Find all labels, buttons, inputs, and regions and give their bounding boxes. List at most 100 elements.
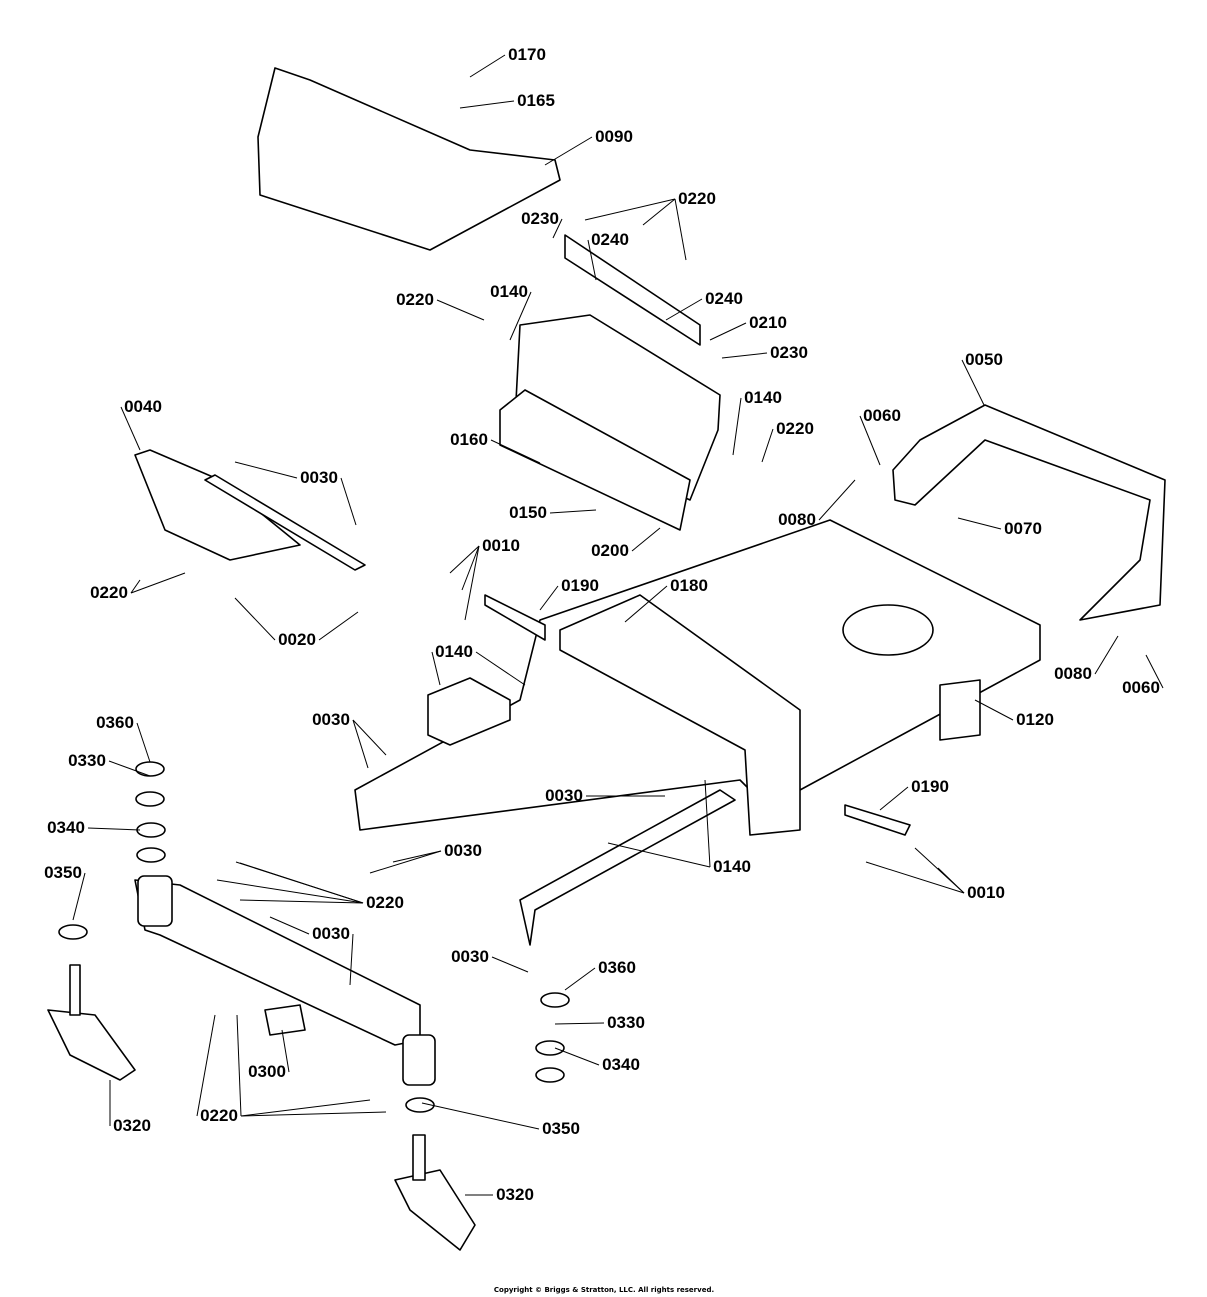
leader-line: [607, 842, 711, 868]
callout-0240: 0240: [705, 289, 743, 308]
front-plate-part: [499, 389, 691, 531]
leader-line: [704, 779, 711, 868]
callout-0360: 0360: [96, 713, 134, 732]
leader-line: [490, 439, 541, 464]
callout-0165: 0165: [517, 91, 555, 110]
leader-line: [554, 1022, 605, 1025]
leader-line: [761, 428, 774, 463]
leader-line: [732, 397, 742, 456]
leader-line: [937, 867, 965, 894]
leader-line: [957, 517, 1002, 530]
bushing-washer-part: [535, 1040, 565, 1056]
callout-0330: 0330: [68, 751, 106, 770]
leader-line: [349, 933, 354, 986]
leader-line: [352, 719, 387, 756]
leader-line: [459, 100, 515, 109]
caster-spindle-part: [412, 1134, 426, 1181]
side-shield-part: [134, 449, 301, 561]
callout-0010: 0010: [482, 536, 520, 555]
leader-line: [236, 1014, 242, 1117]
callout-0140: 0140: [435, 642, 473, 661]
frame-opening-part: [842, 604, 934, 656]
leader-line: [461, 545, 480, 591]
copyright-notice: Copyright © Briggs & Stratton, LLC. All …: [493, 1286, 715, 1294]
leader-line: [136, 722, 151, 763]
seat-pan-part: [892, 404, 1166, 621]
bushing-washer-part: [540, 992, 570, 1008]
leader-line: [87, 827, 141, 831]
callout-0150: 0150: [509, 503, 547, 522]
callout-0340: 0340: [602, 1055, 640, 1074]
leader-line: [240, 1111, 387, 1117]
leader-line: [549, 509, 597, 514]
callout-0030: 0030: [444, 841, 482, 860]
callout-0350: 0350: [542, 1119, 580, 1138]
leader-line: [240, 1099, 371, 1117]
callout-0210: 0210: [749, 313, 787, 332]
callout-0220: 0220: [776, 419, 814, 438]
callout-0030: 0030: [451, 947, 489, 966]
bushing-washer-part: [135, 791, 165, 807]
caster-fork-part: [394, 1169, 476, 1251]
callout-0030: 0030: [545, 786, 583, 805]
callout-0240: 0240: [591, 230, 629, 249]
leader-line: [974, 699, 1014, 721]
leader-line: [269, 916, 310, 935]
callout-0300: 0300: [248, 1062, 286, 1081]
callout-0170: 0170: [508, 45, 546, 64]
callout-0190: 0190: [911, 777, 949, 796]
leader-line: [431, 651, 441, 686]
callout-0030: 0030: [312, 924, 350, 943]
leader-line: [587, 239, 597, 281]
leader-line: [234, 461, 298, 479]
callout-0140: 0140: [490, 282, 528, 301]
callout-0030: 0030: [312, 710, 350, 729]
bushing-washer-part: [58, 924, 88, 940]
leader-line: [318, 611, 359, 641]
axle-pivot-tube-part: [402, 1034, 436, 1086]
callout-0050: 0050: [965, 350, 1003, 369]
leader-line: [436, 299, 485, 321]
leader-line: [818, 479, 856, 521]
leader-line: [352, 719, 369, 769]
leader-line: [631, 527, 661, 552]
caster-spindle-part: [69, 964, 81, 1016]
callout-0350: 0350: [44, 863, 82, 882]
bushing-washer-part: [135, 761, 165, 777]
callout-0220: 0220: [366, 893, 404, 912]
leader-line: [216, 879, 364, 904]
leader-line: [108, 760, 151, 777]
callout-0120: 0120: [1016, 710, 1054, 729]
leader-line: [491, 956, 529, 973]
leader-line: [464, 545, 480, 621]
leader-line: [340, 477, 357, 526]
callout-0020: 0020: [278, 630, 316, 649]
leader-line: [239, 899, 364, 904]
footplate-part: [257, 67, 561, 251]
bracket-part: [264, 1004, 306, 1036]
leader-line: [665, 298, 703, 321]
callout-0140: 0140: [713, 857, 751, 876]
leader-line: [1094, 635, 1119, 675]
leader-line: [709, 322, 747, 341]
callout-0030: 0030: [300, 468, 338, 487]
rod-part: [484, 594, 546, 641]
leader-line: [879, 786, 909, 811]
frame-crossmember-part: [559, 594, 801, 836]
callout-0060: 0060: [1122, 678, 1160, 697]
leader-line: [544, 136, 593, 166]
leader-line: [239, 862, 364, 904]
callout-0040: 0040: [124, 397, 162, 416]
callout-0200: 0200: [591, 541, 629, 560]
callout-0220: 0220: [396, 290, 434, 309]
leader-line: [421, 1102, 540, 1130]
callout-0010: 0010: [967, 883, 1005, 902]
bushing-washer-part: [136, 847, 166, 863]
leader-line: [196, 1014, 216, 1117]
bracket-part: [564, 234, 701, 346]
callout-0080: 0080: [1054, 664, 1092, 683]
leader-line: [1145, 654, 1164, 689]
callout-0060: 0060: [863, 406, 901, 425]
leader-line: [130, 572, 186, 594]
